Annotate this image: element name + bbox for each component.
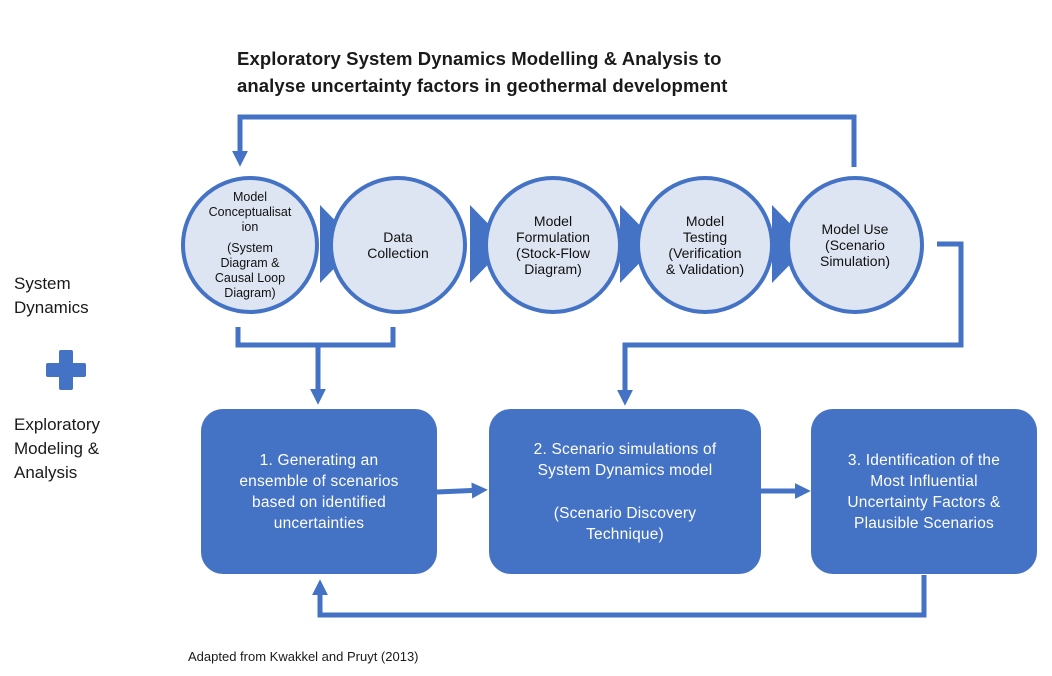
title-line-1: Exploratory System Dynamics Modelling & …	[237, 48, 722, 69]
stage-box-2: 2. Scenario simulations of System Dynami…	[489, 409, 761, 574]
label-line: Analysis	[14, 463, 78, 482]
step-label: Conceptualisat	[208, 204, 292, 219]
process-circle-1	[181, 176, 319, 314]
step-label: ion	[241, 219, 259, 234]
step-label: Model	[232, 189, 268, 204]
title-line-2: analyse uncertainty factors in geotherma…	[237, 75, 728, 96]
process-step-testing: Model Testing (Verification & Validation…	[650, 190, 760, 300]
label-line: System	[14, 274, 71, 293]
stage-label: System Dynamics model	[537, 461, 713, 479]
label-line: Exploratory	[14, 415, 100, 434]
plus-icon	[46, 350, 86, 390]
step-label: & Validation)	[665, 261, 745, 277]
stage-sublabel: (Scenario Discovery	[553, 504, 697, 522]
step-label: Diagram)	[524, 261, 582, 277]
stage-label: Uncertainty Factors &	[847, 493, 1001, 511]
bottom-loop-arrow	[311, 575, 927, 618]
step-sublabel: Diagram)	[224, 285, 276, 300]
stage-label: 3. Identification of the	[847, 451, 1001, 469]
step-label: Model Use	[821, 221, 889, 237]
step-label: (Scenario	[825, 237, 885, 253]
step-label: Formulation	[516, 229, 590, 245]
diagram-title: Exploratory System Dynamics Modelling & …	[237, 45, 857, 99]
step-sublabel: (System	[227, 240, 273, 255]
stage-box-1: 1. Generating an ensemble of scenarios b…	[201, 409, 437, 574]
stage-label: Plausible Scenarios	[854, 514, 994, 532]
step-label: (Verification	[668, 245, 742, 261]
process-circle-5	[786, 176, 924, 314]
label-system-dynamics: System Dynamics	[14, 272, 89, 320]
process-circle-3	[484, 176, 622, 314]
stage-sublabel: Technique)	[586, 525, 664, 543]
bracket-connector	[235, 327, 396, 348]
stage1-to-stage2-arrow	[436, 482, 488, 499]
process-step-data-collection: Data Collection	[343, 190, 453, 300]
step-label: Collection	[367, 245, 429, 261]
label-line: Dynamics	[14, 298, 89, 317]
step-label: Data	[383, 229, 413, 245]
stage-label: 2. Scenario simulations of	[533, 440, 717, 458]
label-line: Modeling &	[14, 439, 100, 458]
step-label: (Stock-Flow	[516, 245, 590, 261]
step-label: Testing	[682, 229, 728, 245]
process-step-conceptualisation: Model Conceptualisat ion (System Diagram…	[190, 185, 310, 305]
feedback-loop-arrow	[231, 114, 857, 167]
stage-label: uncertainties	[273, 514, 365, 532]
model-use-to-stage2-arrow	[616, 241, 964, 406]
source-footnote: Adapted from Kwakkel and Pruyt (2013)	[188, 649, 419, 664]
stage-box-3: 3. Identification of the Most Influentia…	[811, 409, 1037, 574]
stage-label: Most Influential	[870, 472, 978, 490]
stage-label: ensemble of scenarios	[239, 472, 399, 490]
label-exploratory-modeling: Exploratory Modeling & Analysis	[14, 413, 100, 485]
process-step-model-use: Model Use (Scenario Simulation)	[800, 190, 910, 300]
stage-label: 1. Generating an	[259, 451, 379, 469]
process-step-formulation: Model Formulation (Stock-Flow Diagram)	[498, 190, 608, 300]
step-sublabel: Diagram &	[220, 255, 280, 270]
step-sublabel: Causal Loop	[214, 270, 286, 285]
step-label: Model	[685, 213, 725, 229]
process-circle-4	[636, 176, 774, 314]
step-label: Model	[533, 213, 573, 229]
stage-label: based on identified	[252, 493, 386, 511]
step-label: Simulation)	[819, 253, 891, 269]
process-circle-2	[329, 176, 467, 314]
